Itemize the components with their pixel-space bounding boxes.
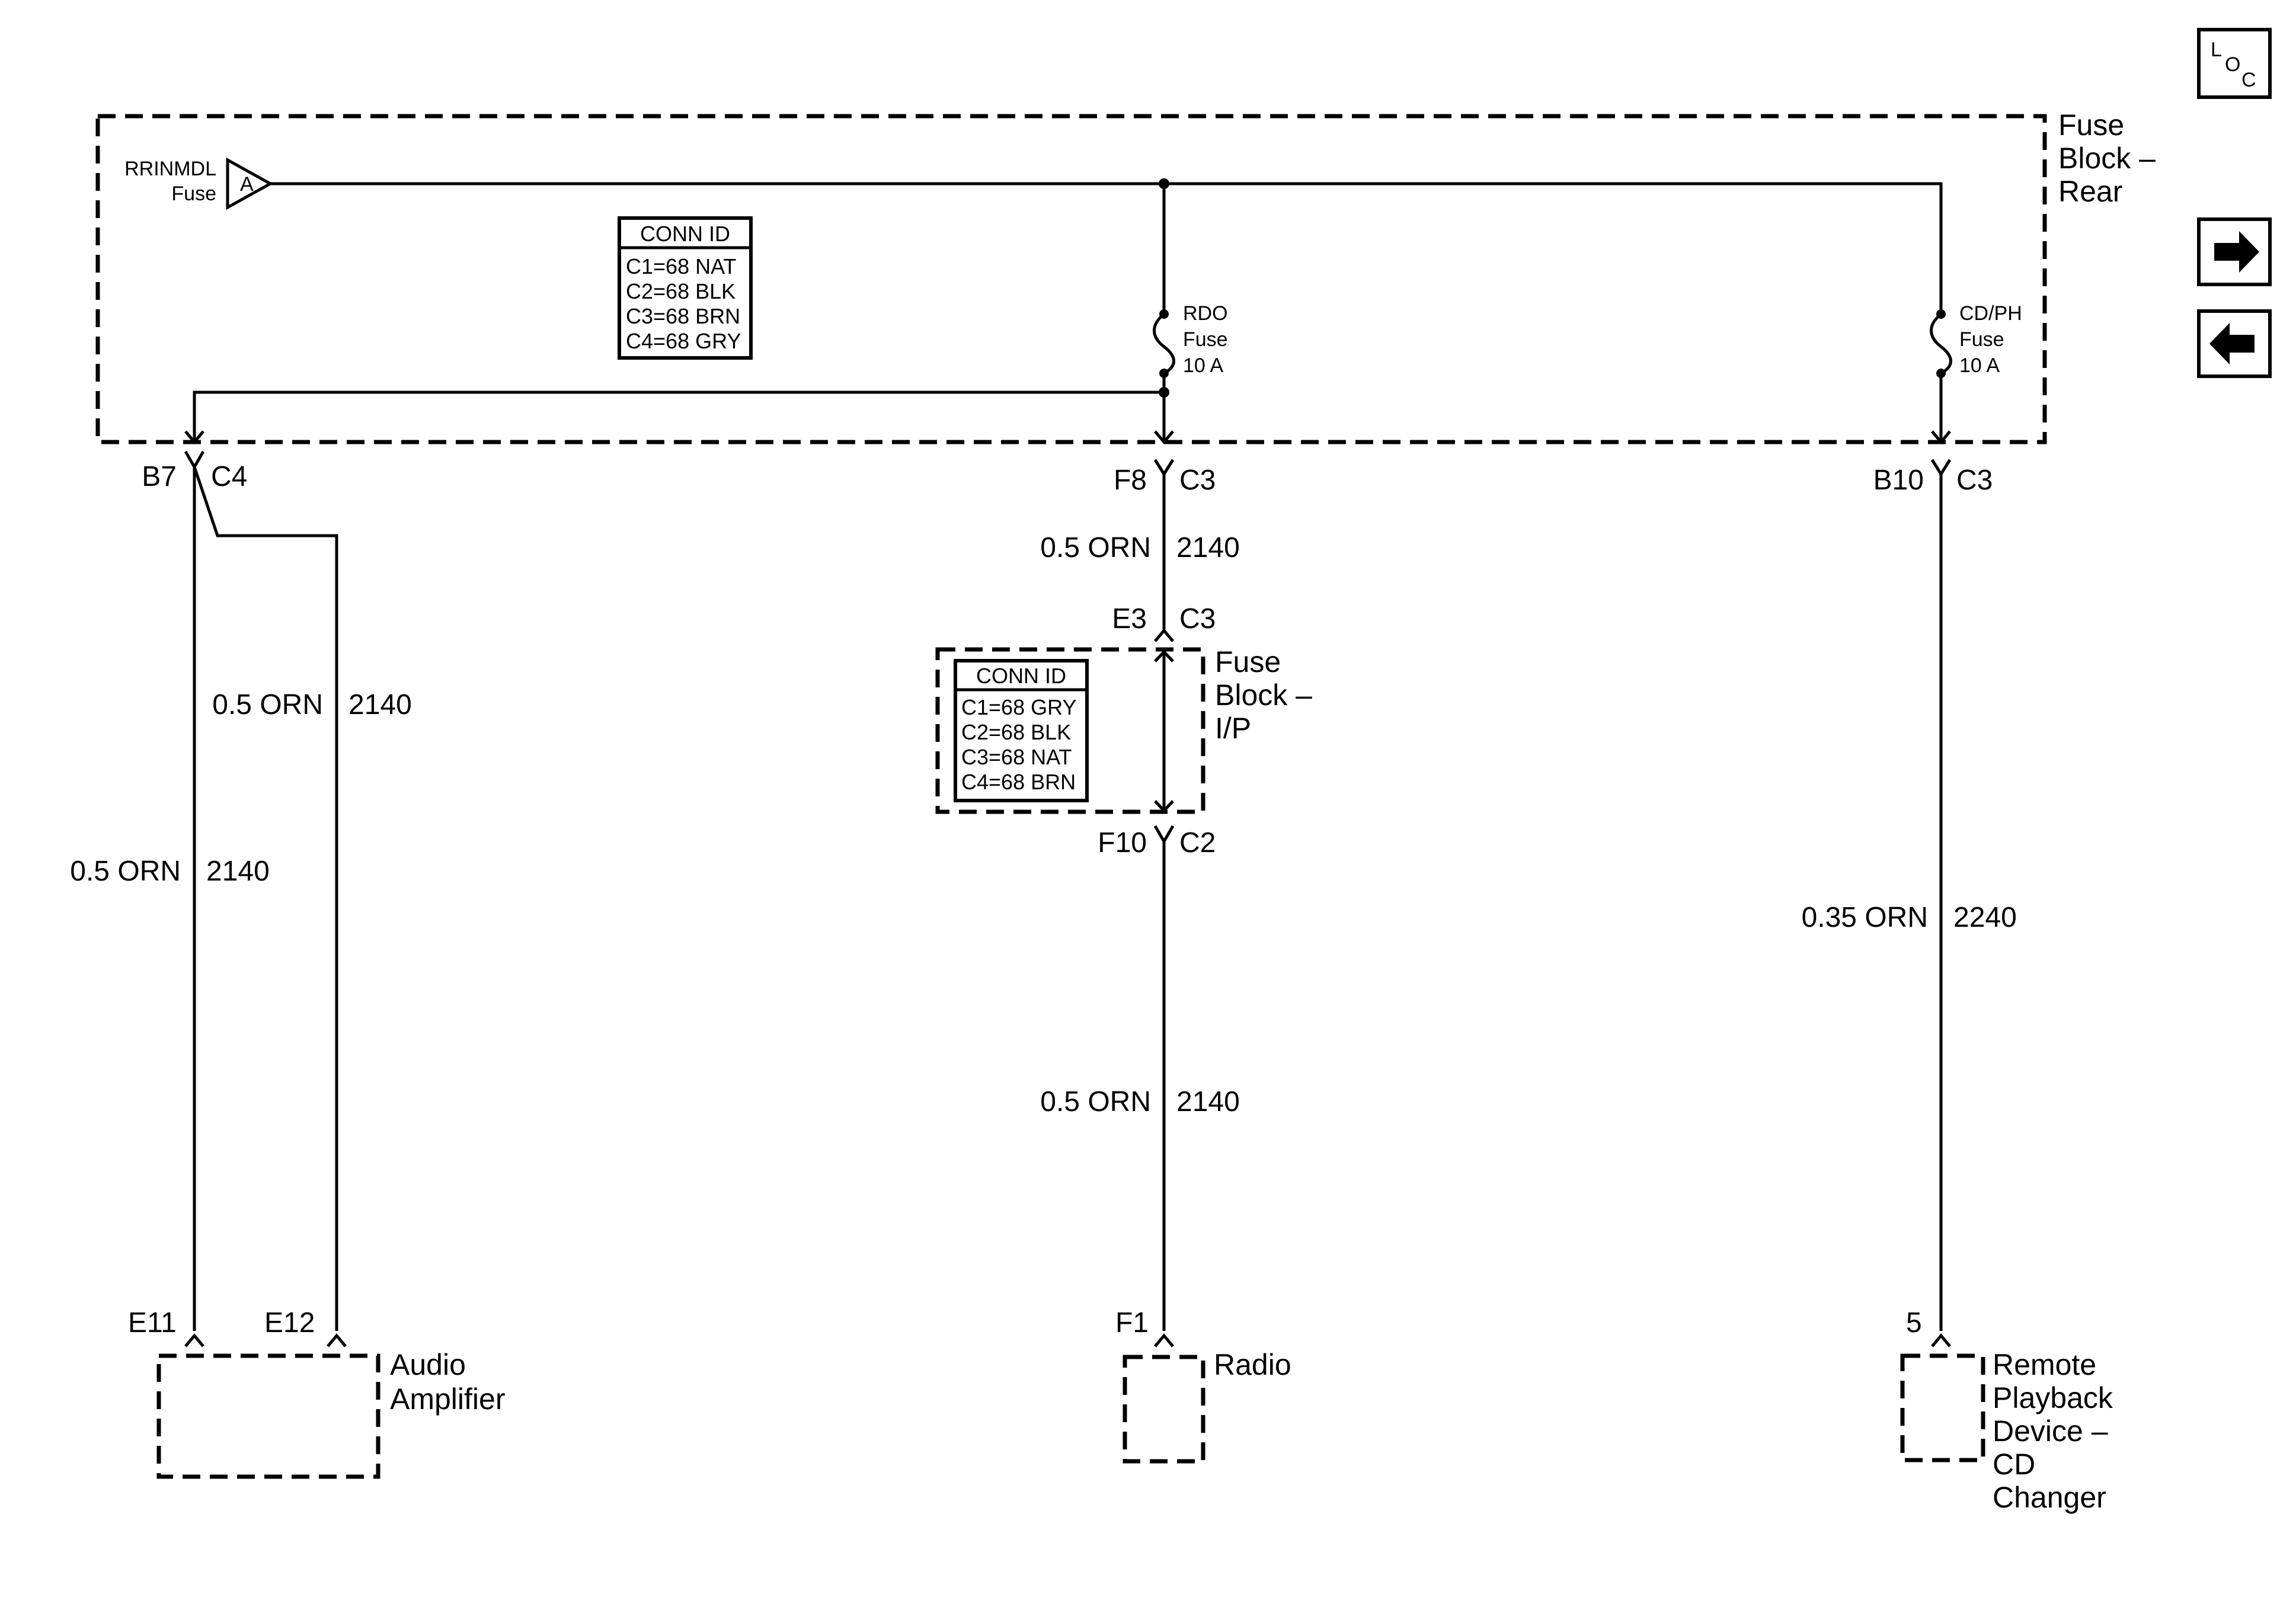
pin5-terminal-icon [1931,1333,1951,1347]
e3-pin-icon [1154,628,1174,642]
conn-id-row: C4=68 BRN [961,770,1076,794]
connector-b7: B7 [142,461,177,492]
b7-terminal-icon [184,430,204,444]
wire-size-label: 0.35 ORN [1802,902,1928,933]
wire-circuit-label: 2140 [348,689,412,721]
e11-terminal-icon [184,1333,204,1347]
rear-connector-terminals [184,430,1952,477]
conn-id-title: CONN ID [976,664,1066,688]
conn-id-row: C3=68 BRN [626,304,740,328]
amplifier-circuit: 0.5 ORN 2140 0.5 ORN 2140 E11 E12 Audio … [70,466,505,1479]
fuse-block-rear-label-3: Rear [2058,175,2122,208]
audio-amplifier-label-2: Amplifier [390,1382,505,1416]
wire-size-label: 0.5 ORN [70,856,181,887]
rdo-fuse-label-2: Fuse [1183,328,1228,351]
rear-main-bus-wire [270,182,1943,314]
source-fuse-letter: A [240,173,254,196]
fuse-block-rear: Fuse Block – Rear RRINMDL Fuse A RDO Fus… [95,108,2156,444]
connector-f8: F8 [1114,465,1147,496]
f8-terminal-icon [1154,430,1174,444]
forward-button[interactable] [2197,217,2272,286]
connector-f8-c3: C3 [1179,465,1216,496]
radio-circuit: 0.5 ORN 2140 E3 C3 Fuse Block – I/P CONN… [935,474,1312,1464]
connector-f10-c2: C2 [1179,827,1216,859]
e12-terminal-icon [327,1333,347,1347]
cd-changer-label-2: Playback [1993,1381,2113,1414]
connector-e12: E12 [264,1307,315,1339]
conn-id-row: C1=68 GRY [961,695,1076,719]
conn-id-table-rear: CONN ID C1=68 NAT C2=68 BLK C3=68 BRN C4… [618,216,753,360]
loc-button[interactable]: L O C [2197,28,2272,99]
connector-pin5: 5 [1906,1307,1922,1339]
conn-id-row: C4=68 GRY [626,329,741,353]
cdph-fuse-label-2: Fuse [1959,328,2004,351]
fuse-block-ip-label-3: I/P [1215,712,1251,745]
cd-changer-label-3: Device – [1993,1414,2108,1448]
cd-changer-label-1: Remote [1993,1348,2096,1381]
fuse-block-rear-outline [95,114,2047,444]
fuse-block-rear-label-2: Block – [2058,142,2156,175]
connector-f10: F10 [1098,827,1147,859]
wire-circuit-label: 2240 [1953,902,2017,933]
loc-letter-c: C [2241,69,2256,91]
wire-circuit-label: 2140 [1176,532,1240,564]
rdo-fuse-label-3: 10 A [1183,354,1223,377]
ip-out-terminal-icon [1154,800,1174,813]
fuse-block-rear-label-1: Fuse [2058,108,2124,142]
connector-e3-c3: C3 [1179,603,1216,635]
conn-id-row: C2=68 BLK [961,720,1071,744]
cd-changer-box [1900,1353,1985,1462]
wire-circuit-label: 2140 [1176,1086,1240,1118]
amp-feed-wire [193,391,1164,440]
back-button[interactable] [2197,309,2272,378]
cd-changer-label-4: CD [1993,1448,2035,1481]
wire-to-e12 [193,466,338,1331]
connector-e3: E3 [1112,603,1147,635]
rrinmdl-fuse-label-2: Fuse [171,183,216,205]
audio-amplifier-label-1: Audio [390,1348,466,1381]
connector-e11: E11 [128,1307,177,1339]
rdo-fuse-icon [1153,313,1175,375]
radio-label: Radio [1214,1348,1291,1381]
conn-id-row: C2=68 BLK [626,279,736,303]
wire-circuit-label: 2140 [206,856,270,887]
f10-pin-icon [1153,825,1175,845]
cd-changer-circuit: 0.35 ORN 2240 5 Remote Playback Device –… [1802,474,2113,1514]
arrow-left-icon [2209,323,2255,364]
f8-pin-icon [1153,459,1175,477]
cdph-fuse-label-1: CD/PH [1959,302,2022,325]
f1-terminal-icon [1154,1333,1174,1347]
connector-b10-c3: C3 [1956,465,1993,496]
connector-f1: F1 [1115,1307,1149,1339]
fuse-block-ip-label-1: Fuse [1215,645,1281,678]
audio-amplifier-box [156,1353,380,1479]
rdo-fuse-label-1: RDO [1183,302,1228,325]
conn-id-row: C3=68 NAT [961,745,1072,769]
source-fuse-triangle-icon [226,157,274,210]
arrow-right-icon [2214,231,2259,273]
loc-letter-o: O [2225,53,2240,76]
conn-id-table-ip: CONN ID C1=68 GRY C2=68 BLK C3=68 NAT C4… [954,659,1089,802]
wire-size-label: 0.5 ORN [1040,1086,1151,1118]
cdph-fuse-icon [1930,313,1952,375]
b7-pin-icon [184,450,205,470]
b10-terminal-icon [1931,430,1951,444]
conn-id-row: C1=68 NAT [626,254,736,279]
ip-in-terminal-icon [1154,649,1174,662]
conn-id-title: CONN ID [640,222,730,246]
cdph-fuse-label-3: 10 A [1959,354,2000,377]
fuse-block-ip-label-2: Block – [1215,678,1312,712]
connector-b10: B10 [1873,465,1924,496]
wire-size-label: 0.5 ORN [1040,532,1151,564]
rrinmdl-fuse-label-1: RRINMDL [124,158,216,180]
cd-changer-label-5: Changer [1993,1481,2106,1514]
radio-box [1123,1355,1205,1464]
wire-size-label: 0.5 ORN [212,689,323,721]
connector-c4: C4 [211,461,247,492]
loc-letter-l: L [2211,39,2222,61]
b10-pin-icon [1930,459,1952,477]
fuse-block-ip-outline [935,647,1205,814]
